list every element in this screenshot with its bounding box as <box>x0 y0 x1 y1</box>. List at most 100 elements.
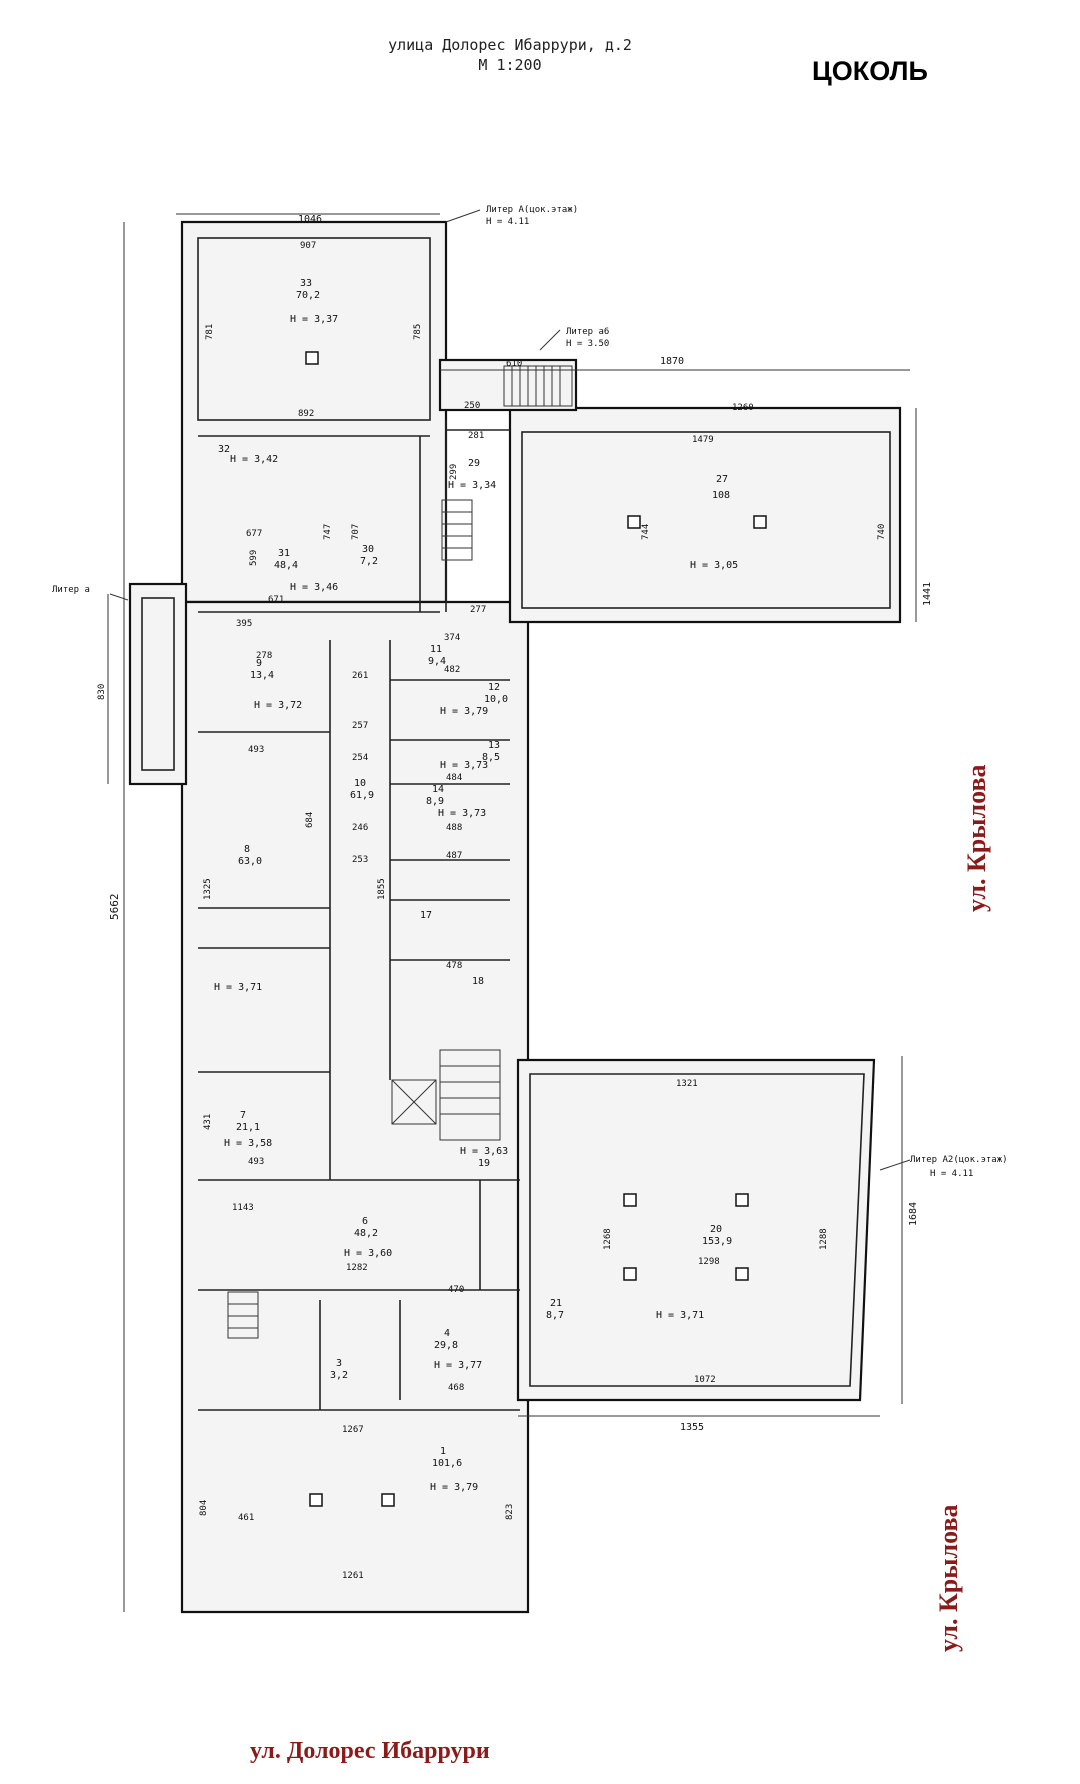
room-9-area: 13,4 <box>250 670 274 681</box>
room-31-area: 48,4 <box>274 560 298 571</box>
dim-r7-b: 431 <box>203 1114 213 1130</box>
room-9-height: Н = 3,72 <box>254 700 302 711</box>
room-13-height: Н = 3,73 <box>440 760 488 771</box>
room-14-area: 8,9 <box>426 796 444 807</box>
dim-misc-2: 250 <box>464 401 480 411</box>
dim-r8-b: 684 <box>305 812 315 828</box>
dim-misc-1: 610 <box>506 359 522 369</box>
dim-misc-15: 470 <box>448 1285 464 1295</box>
dim-top-width: 1046 <box>298 214 322 225</box>
interior-walls <box>198 420 520 1411</box>
room-20-num: 20 <box>710 1224 722 1235</box>
dim-misc-14: 478 <box>446 961 462 971</box>
room-32-height: Н = 3,42 <box>230 454 278 465</box>
dim-r6-a: 1143 <box>232 1203 254 1213</box>
dim-r1-c: 804 <box>199 1500 209 1516</box>
dim-misc-9: 482 <box>444 665 460 675</box>
liter-a-note-2: Н = 4.11 <box>486 217 529 227</box>
liter-a2-note-1: Литер А2(цок.этаж) <box>910 1155 1008 1165</box>
liter-a6-note-1: Литер а6 <box>566 327 609 337</box>
dim-misc-4: 299 <box>449 464 459 480</box>
dim-r31-c: 671 <box>268 595 284 605</box>
dim-r27-top: 1479 <box>692 435 714 445</box>
address-title: улица Долорес Ибаррури, д.2 <box>388 36 632 54</box>
room-7-height: Н = 3,58 <box>224 1138 272 1149</box>
room-14-height: Н = 3,73 <box>438 808 486 819</box>
dim-right-1441: 1441 <box>922 582 933 606</box>
dim-misc-11: 488 <box>446 823 462 833</box>
room-33-outline <box>197 237 431 421</box>
room-1-num: 1 <box>440 1446 446 1457</box>
stairs <box>227 365 573 1339</box>
dim-r10-a: 261 <box>352 671 368 681</box>
dim-misc-3: 281 <box>468 431 484 441</box>
dim-r20-c: 1288 <box>819 1228 829 1250</box>
dim-r10-b: 257 <box>352 721 368 731</box>
dim-misc-8: 277 <box>470 605 486 615</box>
room-19-num: 19 <box>478 1158 490 1169</box>
dim-misc-6: 278 <box>256 651 272 661</box>
room-19-height: Н = 3,63 <box>460 1146 508 1157</box>
outer-walls <box>128 220 902 1614</box>
dim-left-total: 5662 <box>108 894 121 921</box>
dim-r31-d: 747 <box>323 524 333 540</box>
columns <box>305 351 767 1507</box>
room-32-num: 32 <box>218 444 230 455</box>
dim-misc-13: 1855 <box>377 878 387 900</box>
room-12-num: 12 <box>488 682 500 693</box>
dim-r1-e: 461 <box>238 1513 254 1523</box>
dim-r27-side: 744 <box>641 524 651 540</box>
dim-r27-top2: 1260 <box>732 403 754 413</box>
room-1-area: 101,6 <box>432 1458 462 1469</box>
annex-27 <box>508 406 902 624</box>
dim-r27-side-r: 740 <box>877 524 887 540</box>
room-14-num: 14 <box>432 784 444 795</box>
room-29-height: Н = 3,34 <box>448 480 496 491</box>
liter-a-note-1: Литер А(цок.этаж) <box>486 205 578 215</box>
dim-misc-7: 374 <box>444 633 460 643</box>
room-29-num: 29 <box>468 458 480 469</box>
room-13-area: 8,5 <box>482 752 500 763</box>
dim-r10-c: 254 <box>352 753 368 763</box>
dim-r10-d: 246 <box>352 823 368 833</box>
room-9-num: 9 <box>256 658 262 669</box>
dimension-lines <box>107 209 917 1612</box>
room-20-height: Н = 3,71 <box>656 1310 704 1321</box>
room-4-num: 4 <box>444 1328 450 1339</box>
dim-r33-side: 781 <box>205 324 215 340</box>
dim-misc-12: 487 <box>446 851 462 861</box>
dimension-numbers: 907 892 781 785 1479 1260 744 740 677 59… <box>199 241 887 1581</box>
room-33-height: Н = 3,37 <box>290 314 338 325</box>
room-6-height: Н = 3,60 <box>344 1248 392 1259</box>
dim-r1-d: 823 <box>505 1504 515 1520</box>
room-31-height: Н = 3,46 <box>290 582 338 593</box>
room-21-num: 21 <box>550 1298 562 1309</box>
liter-a-left-note: Литер а <box>52 585 90 595</box>
room-20-outline <box>529 1073 865 1387</box>
wing-main <box>180 600 530 1614</box>
room-6-num: 6 <box>362 1216 368 1227</box>
room-3-num: 3 <box>336 1358 342 1369</box>
dim-r6-b: 1282 <box>346 1263 368 1273</box>
room-10-area: 61,9 <box>350 790 374 801</box>
dim-r31-e: 707 <box>351 524 361 540</box>
room-27-num: 27 <box>716 474 728 485</box>
dim-r1-b: 1261 <box>342 1571 364 1581</box>
room-4-area: 29,8 <box>434 1340 458 1351</box>
dim-r31-b: 599 <box>249 550 259 566</box>
liter-a6-note-2: Н = 3.50 <box>566 339 609 349</box>
room-unnumbered-height: Н = 3,71 <box>214 982 262 993</box>
room-13-num: 13 <box>488 740 500 751</box>
dim-r33-side-r: 785 <box>413 324 423 340</box>
dim-bottom-right: 1355 <box>680 1422 704 1433</box>
dim-r20-d: 1298 <box>698 1257 720 1267</box>
room-labels: 33 70,2 Н = 3,37 32 Н = 3,42 29 Н = 3,34… <box>214 278 738 1493</box>
room-7-num: 7 <box>240 1110 246 1121</box>
annex-a-inner <box>141 597 175 771</box>
annex-a6 <box>438 358 578 412</box>
dim-r33-bottom: 892 <box>298 409 314 419</box>
dim-r10-e: 253 <box>352 855 368 865</box>
room-12-height: Н = 3,79 <box>440 706 488 717</box>
room-18-num: 18 <box>472 976 484 987</box>
room-8-area: 63,0 <box>238 856 262 867</box>
